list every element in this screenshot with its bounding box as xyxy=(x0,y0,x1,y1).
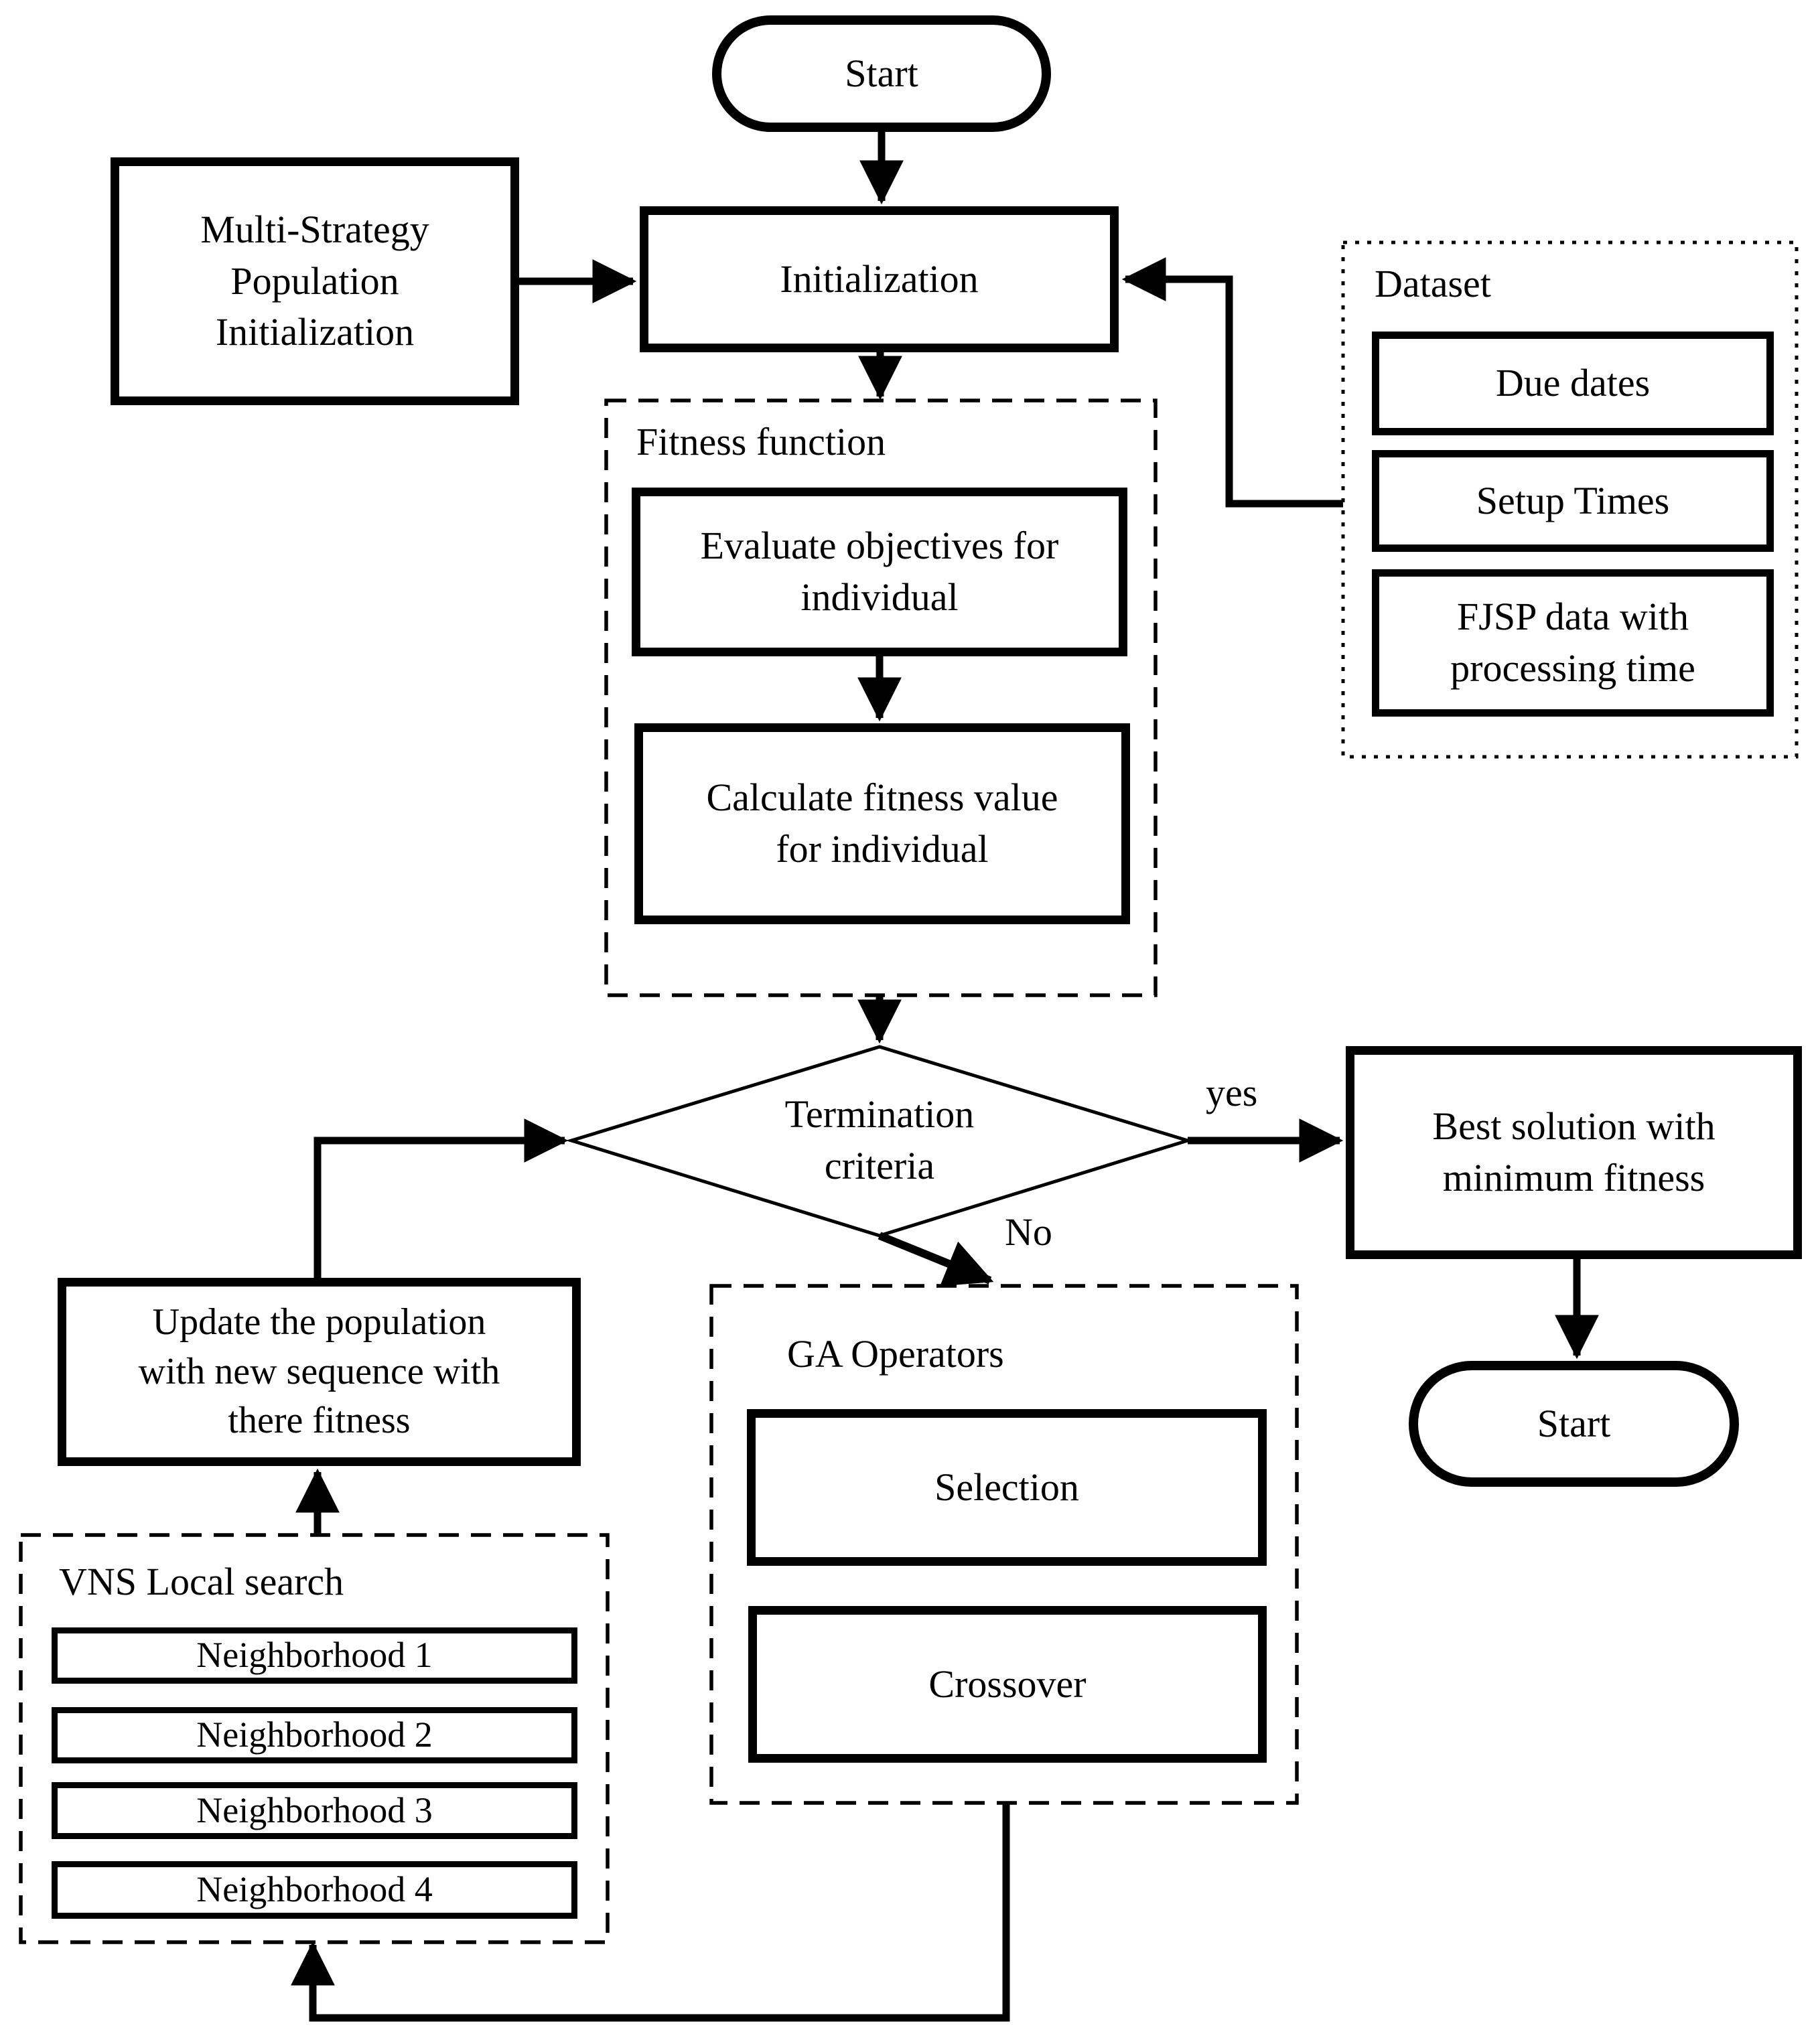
edge-dataset-to-initialization xyxy=(1121,257,1343,508)
node-evaluate-objectives: Evaluate objectives for individual xyxy=(632,488,1127,656)
ga-operators-group-title: GA Operators xyxy=(787,1332,1004,1376)
node-update-population: Update the population with new sequence … xyxy=(58,1278,581,1466)
dataset-group-title: Dataset xyxy=(1375,262,1491,305)
label-yes: yes xyxy=(1206,1071,1258,1114)
node-neighborhood-2: Neighborhood 2 xyxy=(52,1707,577,1763)
node-neighborhood-3: Neighborhood 3 xyxy=(52,1782,577,1839)
fitness-group-title: Fitness function xyxy=(636,420,886,463)
node-due-dates: Due dates xyxy=(1372,332,1774,435)
label-no: No xyxy=(1005,1210,1052,1254)
node-start-bottom: Start xyxy=(1409,1361,1739,1487)
node-crossover: Crossover xyxy=(748,1606,1267,1763)
termination-criteria-label: Termination criteria xyxy=(784,1092,975,1187)
node-best-solution: Best solution with minimum fitness xyxy=(1346,1046,1802,1259)
dataset-outline xyxy=(1341,240,1799,759)
edge-termination-no-to-ga-operators xyxy=(878,1232,994,1287)
edge-update-population-to-termination xyxy=(313,1118,569,1278)
node-multi-strategy-population-initialization: Multi-Strategy Population Initialization xyxy=(111,157,519,405)
node-neighborhood-4: Neighborhood 4 xyxy=(52,1861,577,1919)
edge-ga-operators-to-vns xyxy=(291,1803,1010,2022)
node-calculate-fitness: Calculate fitness value for individual xyxy=(634,723,1130,924)
node-initialization: Initialization xyxy=(640,206,1119,352)
node-fjsp-data: FJSP data with processing time xyxy=(1372,569,1774,717)
node-selection: Selection xyxy=(747,1409,1267,1566)
node-neighborhood-1: Neighborhood 1 xyxy=(52,1627,577,1684)
node-setup-times: Setup Times xyxy=(1372,450,1774,552)
vns-group-title: VNS Local search xyxy=(59,1560,344,1603)
node-start-top: Start xyxy=(712,15,1051,132)
